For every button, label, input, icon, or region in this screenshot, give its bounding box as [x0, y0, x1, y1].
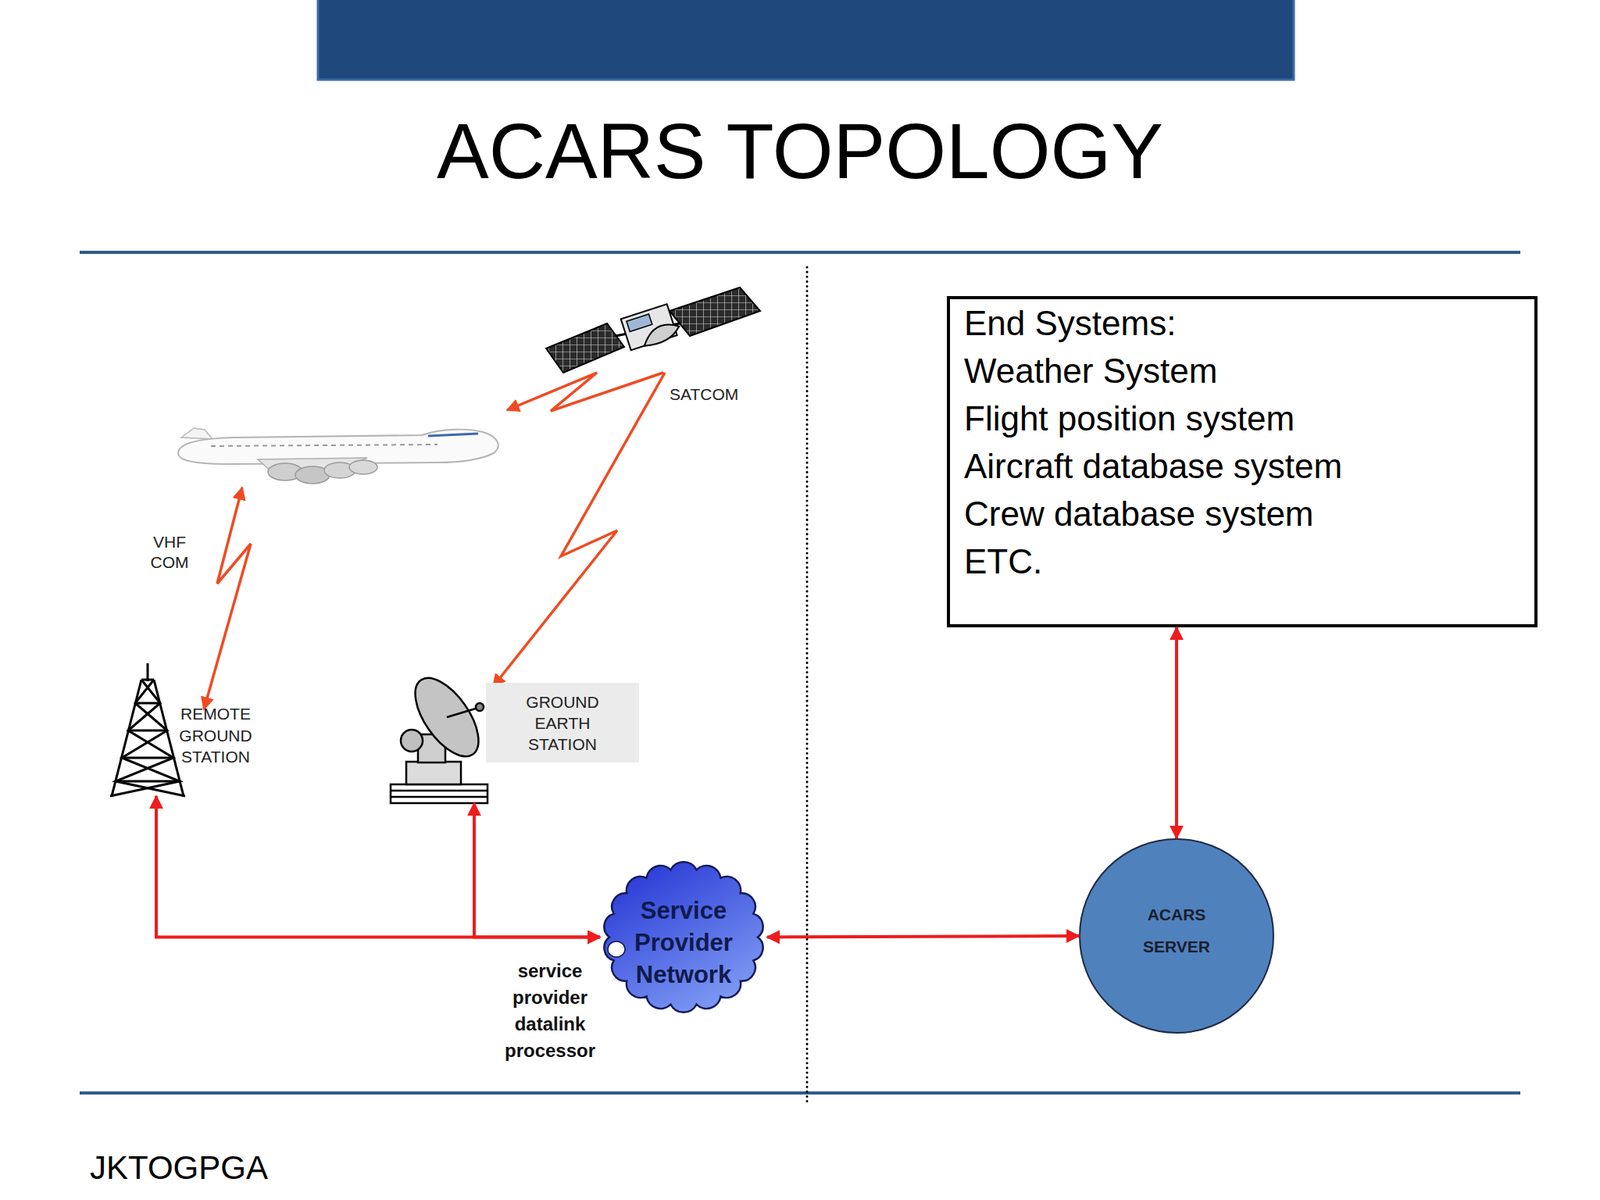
solar-panel [669, 287, 761, 336]
cabin-windows [210, 444, 438, 447]
server-circle: ACARS SERVER [1078, 838, 1275, 1034]
ground-earth-station: GROUND EARTH STATION [390, 682, 640, 804]
engine [349, 460, 378, 475]
node-text: ETC. [950, 537, 1535, 586]
data-link [474, 803, 600, 938]
node-label: Service Provider Network [613, 894, 754, 991]
end-systems-box: End Systems:Weather SystemFlight positio… [946, 296, 1538, 628]
node-text: Aircraft database system [950, 442, 1535, 490]
network-cloud: Service Provider Networkservice provider… [600, 859, 768, 1015]
link-label: VHF COM [143, 532, 196, 573]
title: ACARS TOPOLOGY [0, 103, 1600, 198]
node-label: REMOTE GROUND STATION [176, 703, 255, 768]
cloud-spot [607, 941, 625, 958]
dish-feed-horn [475, 703, 484, 711]
node-text: Flight position system [950, 394, 1535, 443]
tower-bar [121, 757, 174, 760]
header-band [317, 0, 1294, 80]
node-label: ACARS SERVER [1129, 898, 1224, 963]
airplane [178, 428, 499, 484]
label-panel [485, 682, 640, 763]
tower-bar [135, 702, 161, 705]
livery-stripe [428, 433, 479, 436]
tower-leg [111, 679, 142, 797]
link-label: SATCOM [669, 384, 739, 405]
rule-line [79, 250, 1521, 254]
node-label: End Systems: [950, 299, 1535, 347]
satellite-window [626, 314, 653, 333]
node-text: service provider datalink processor [500, 957, 600, 1065]
tower-bar [115, 780, 180, 783]
tower-brace [110, 679, 180, 797]
satellite-dish [639, 320, 683, 348]
satcom-link [492, 372, 665, 687]
solar-panel [546, 323, 625, 373]
satellite-body [621, 302, 683, 352]
rule-line [79, 1091, 1521, 1095]
dish-pedestal [406, 761, 461, 785]
node-label: GROUND EARTH STATION [519, 691, 606, 755]
tower-bar [128, 729, 168, 733]
divider-line [806, 267, 809, 1104]
radio-tower [110, 663, 186, 797]
ground-station: REMOTE GROUND STATION [110, 663, 254, 797]
vhf-link [203, 487, 251, 710]
satellite [546, 287, 761, 373]
dish-hub [400, 729, 423, 752]
node-text: Weather System [950, 346, 1535, 395]
footer-code: JKTOGPGA [89, 1148, 268, 1188]
dish-feed [446, 707, 479, 718]
tower-leg [153, 679, 184, 797]
tail-fin [181, 428, 213, 440]
dish-reflector [403, 667, 491, 767]
satcom-link [507, 372, 664, 411]
data-link [767, 935, 1079, 938]
dish-base-stripe [390, 796, 488, 799]
dish-base [390, 784, 488, 804]
node-text: Crew database system [950, 489, 1535, 538]
data-link [1175, 627, 1179, 839]
satellite-dish-antenna [390, 667, 491, 804]
cloud-shape [603, 861, 763, 1013]
dish-base-stripe [390, 789, 488, 793]
data-link [156, 796, 600, 938]
